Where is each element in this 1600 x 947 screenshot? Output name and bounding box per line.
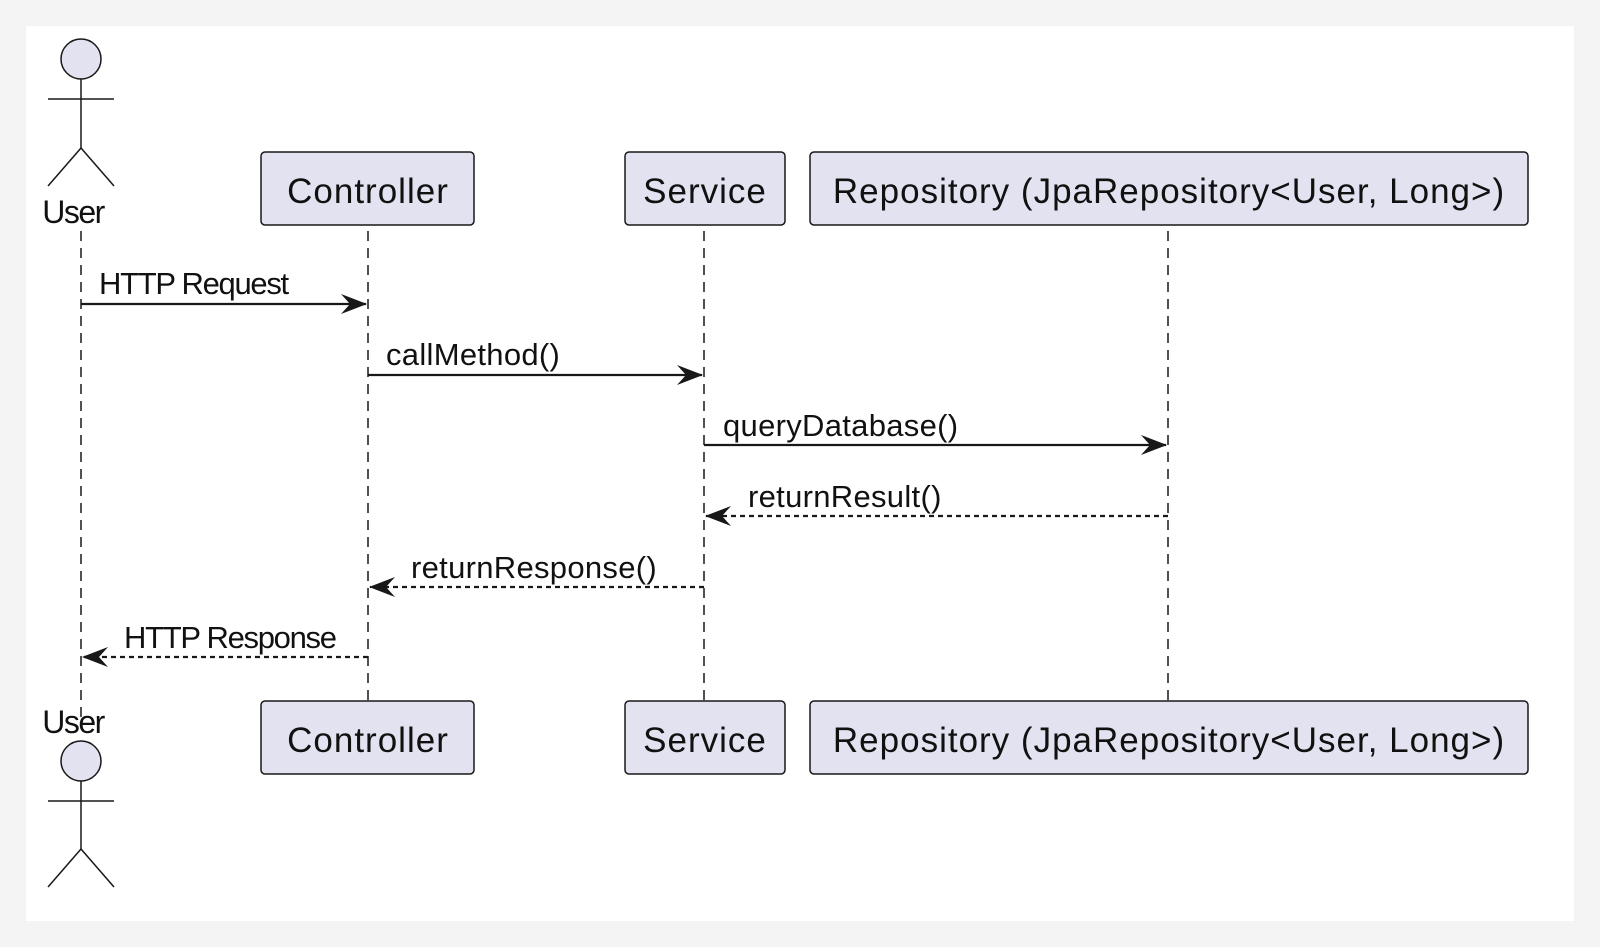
message-http-request: HTTP Request (81, 266, 367, 314)
message-label: HTTP Response (124, 620, 336, 655)
message-call-method: callMethod() (368, 337, 703, 385)
actor-head-icon (60, 740, 102, 782)
participant-service-bottom: Service (624, 700, 786, 775)
participant-label: Controller (287, 721, 449, 760)
actor-label-top: User (42, 194, 105, 230)
participant-controller-bottom: Controller (260, 700, 475, 775)
participant-service-top: Service (624, 151, 786, 226)
message-query-database: queryDatabase() (704, 408, 1167, 455)
diagram-canvas: User User Controller Service Repository … (26, 26, 1574, 921)
message-http-response: HTTP Response (82, 620, 368, 667)
participant-label: Repository (JpaRepository<User, Long>) (833, 721, 1505, 760)
participant-repository-bottom: Repository (JpaRepository<User, Long>) (809, 700, 1529, 775)
sequence-diagram: User User Controller Service Repository … (42, 38, 1529, 888)
participant-label: Service (643, 721, 767, 760)
message-label: queryDatabase() (723, 408, 958, 443)
participant-label: Repository (JpaRepository<User, Long>) (833, 172, 1505, 211)
participant-label: Controller (287, 172, 449, 211)
message-return-response: returnResponse() (369, 550, 704, 597)
actor-label-bottom: User (42, 704, 105, 740)
participant-repository-top: Repository (JpaRepository<User, Long>) (809, 151, 1529, 226)
participant-label: Service (643, 172, 767, 211)
message-label: HTTP Request (99, 266, 290, 301)
message-label: returnResponse() (411, 550, 657, 585)
actor-head-icon (60, 38, 102, 80)
message-return-result: returnResult() (705, 479, 1168, 526)
participant-controller-top: Controller (260, 151, 475, 226)
actor-user-bottom: User (42, 704, 115, 888)
message-label: callMethod() (386, 337, 560, 372)
actor-user-top: User (42, 38, 115, 230)
message-label: returnResult() (748, 479, 942, 514)
